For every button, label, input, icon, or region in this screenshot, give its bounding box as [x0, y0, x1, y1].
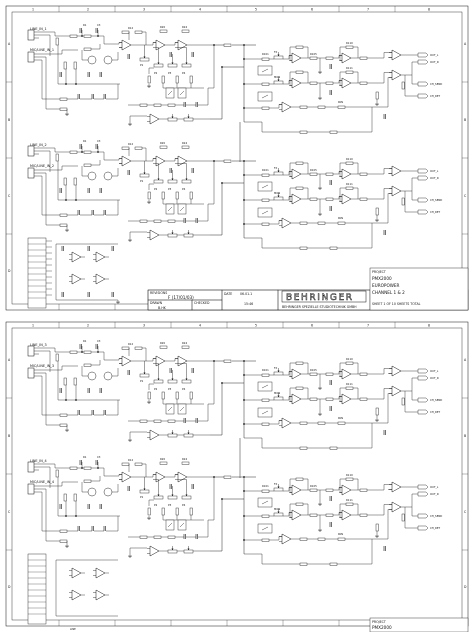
channel-1-circuit: [28, 23, 428, 133]
ch4-out-l-label: OUT_L: [430, 485, 439, 489]
drawn-label: DRAWN: [150, 301, 163, 305]
ch2-out-r-label: OUT_R: [430, 176, 439, 180]
product-name: EUROPOWER: [372, 283, 400, 288]
checked-label: CHECKED: [194, 301, 210, 305]
sheet-title: CHANNEL 1 & 2: [372, 290, 405, 295]
channel-3-circuit: [28, 339, 428, 449]
ch3-out-l-label: OUT_L: [430, 369, 439, 373]
title-block: [147, 267, 469, 311]
ch4-mic-in-label: MIC/LINE_IN_4: [30, 480, 54, 484]
drawn-value: B.HK: [158, 306, 167, 310]
project-value: PMX2000: [372, 276, 392, 281]
schematic-sheet-2: LINE_IN_3 MIC/LINE_IN_3 LINE_IN_4 MIC/LI…: [0, 316, 474, 632]
ch1-out-r-label: OUT_R: [430, 60, 439, 64]
project-label: PROJECT: [372, 270, 386, 274]
ch2-ret-label: CH_RET: [430, 210, 440, 214]
ch1-line-in-label: LINE_IN_1: [30, 27, 47, 31]
date-label: DATE: [224, 292, 232, 296]
title-block-2: [369, 617, 469, 632]
ch3-out-r-label: OUT_R: [430, 376, 439, 380]
ch1-out-l-label: OUT_L: [430, 53, 439, 57]
date-sub: 15:46: [244, 302, 253, 306]
footer-line-label: LINE: [70, 627, 76, 631]
ch1-mic-in-label: MIC/LINE_IN_1: [30, 48, 54, 52]
ch4-line-in-label: LINE_IN_4: [30, 459, 47, 463]
ch2-out-l-label: OUT_L: [430, 169, 439, 173]
connector-pin-block: [27, 237, 52, 309]
ch4-ret-label: CH_RET: [430, 526, 440, 530]
channel-2-circuit: [28, 139, 428, 249]
power-decoupling-block-2: [55, 559, 118, 617]
channel-4-circuit: [28, 455, 428, 565]
schematic-drawing: R1 C3 R12 R20 R24 P2 P3 P4 P1: [5, 5, 469, 311]
ch3-send-label: CH_SEND: [430, 398, 442, 402]
ch1-send-label: CH_SEND: [430, 82, 442, 86]
date-value: 06.01.1: [240, 292, 252, 296]
ch2-line-in-label: LINE_IN_2: [30, 143, 47, 147]
revision-value: F (17/01/03): [168, 295, 194, 300]
ch1-ret-label: CH_RET: [430, 94, 440, 98]
project-label-2: PROJECT: [372, 620, 386, 624]
behringer-logo: BEHRINGER: [286, 293, 354, 303]
power-decoupling-block: [55, 243, 121, 304]
company-name: BEHRINGER SPEZIELLE STUDIOTECHNIK GMBH: [282, 305, 357, 309]
sheet-count: SHEET 1 OF 10 SHEETS TOTAL: [372, 302, 421, 306]
ch3-ret-label: CH_RET: [430, 410, 440, 414]
revisions-label: REVISIONS: [150, 291, 167, 295]
schematic-sheet-1: R1 C3 R12 R20 R24 P2 P3 P4 P1: [5, 5, 469, 311]
ch2-mic-in-label: MIC/LINE_IN_2: [30, 164, 54, 168]
ch4-out-r-label: OUT_R: [430, 492, 439, 496]
connector-pin-block-2: [27, 553, 47, 625]
ch3-line-in-label: LINE_IN_3: [30, 343, 47, 347]
schematic-drawing-2: LINE_IN_3 MIC/LINE_IN_3 LINE_IN_4 MIC/LI…: [5, 321, 469, 632]
project-value-2: PMX2000: [372, 625, 392, 630]
ch3-mic-in-label: MIC/LINE_IN_3: [30, 364, 54, 368]
ch4-send-label: CH_SEND: [430, 514, 442, 518]
ch2-send-label: CH_SEND: [430, 198, 442, 202]
